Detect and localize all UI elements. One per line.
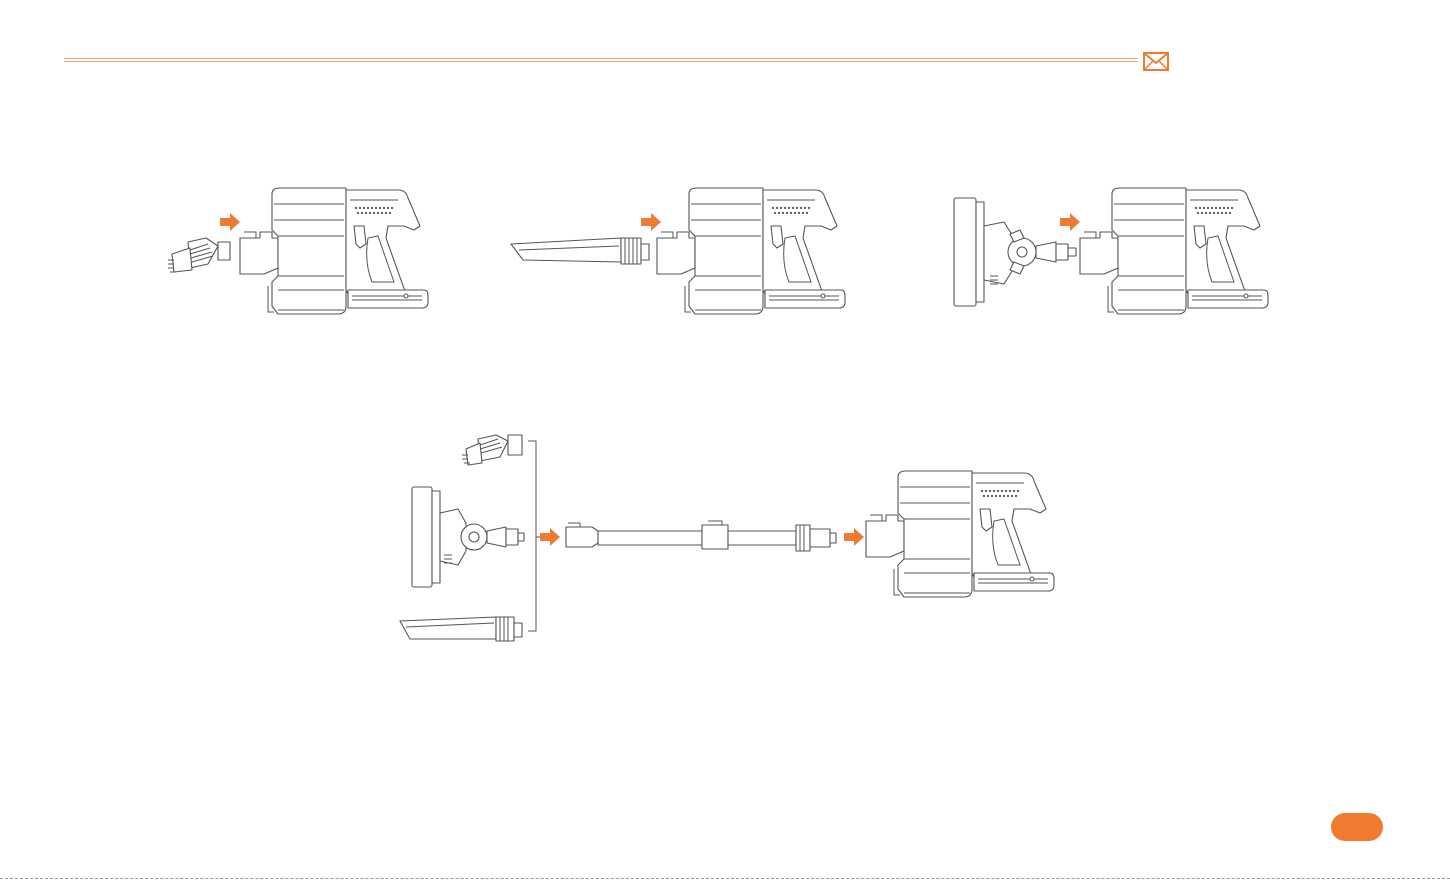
figure-floor-head: [948, 180, 1288, 325]
page-trim-line: [0, 878, 1450, 879]
mini-brush-attachment: [462, 435, 522, 465]
floor-brush-head: [954, 198, 1076, 306]
header-rule: [64, 58, 1138, 62]
floor-brush-head: [412, 487, 524, 587]
extension-tube: [566, 521, 836, 551]
mini-brush-attachment: [168, 238, 230, 272]
insert-arrow: [641, 213, 661, 231]
insert-arrow: [540, 528, 560, 546]
handheld-vacuum: [866, 471, 1054, 597]
handheld-vacuum: [1080, 188, 1268, 314]
choice-bracket: [528, 441, 542, 631]
handheld-vacuum: [240, 188, 428, 314]
insert-arrow: [1060, 213, 1080, 231]
crevice-tool-attachment: [400, 617, 522, 641]
handheld-vacuum: [657, 188, 845, 314]
figure-brush-attachment: [160, 180, 440, 325]
figure-crevice-tool: [505, 180, 865, 325]
crevice-tool-attachment: [511, 238, 649, 264]
page-number-badge: [1331, 813, 1383, 841]
insert-arrow: [844, 528, 864, 546]
figure-extension-tube: [392, 425, 1062, 650]
envelope-icon[interactable]: [1143, 52, 1169, 71]
insert-arrow: [220, 213, 240, 231]
